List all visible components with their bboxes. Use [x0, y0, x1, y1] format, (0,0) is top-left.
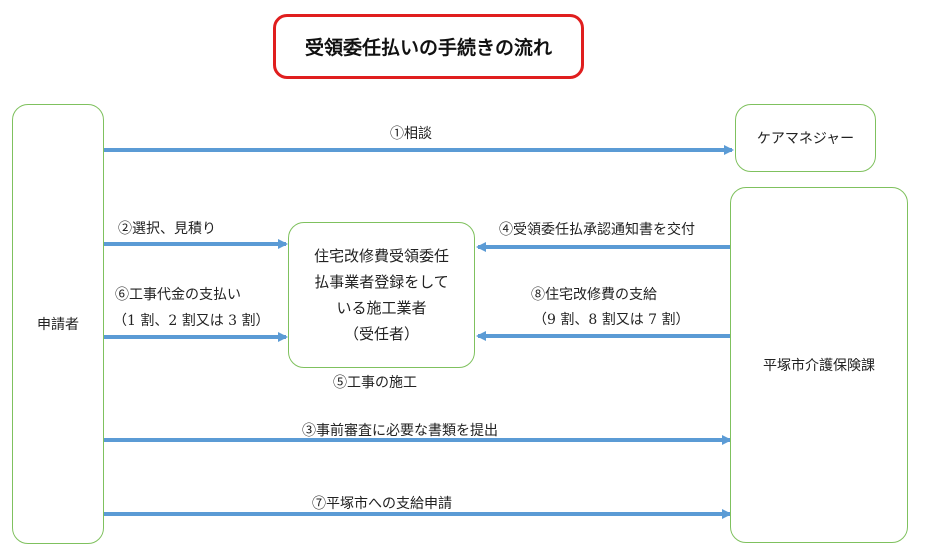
contractor-sub: （受任者）	[343, 325, 419, 343]
node-applicant-label: 申請者	[37, 317, 79, 333]
node-city-office-label: 平塚市介護保険課	[763, 358, 875, 374]
step-8-label: ⑧住宅改修費の支給	[531, 287, 657, 303]
step-1-label: ①相談	[390, 126, 432, 142]
contractor-line-3: いる施工業者	[336, 299, 427, 317]
node-contractor: 住宅改修費受領委任 払事業者登録をして いる施工業者 （受任者）	[288, 222, 475, 368]
page-title: 受領委任払いの手続きの流れ	[273, 14, 584, 79]
step-5-label: ⑤工事の施工	[333, 375, 417, 391]
step-2-label: ②選択、見積り	[118, 221, 216, 237]
step-3-label: ③事前審査に必要な書類を提出	[302, 423, 498, 439]
step-4-label: ④受領委任払承認通知書を交付	[499, 222, 695, 238]
node-city-office: 平塚市介護保険課	[730, 187, 908, 543]
step-7-label: ⑦平塚市への支給申請	[312, 496, 452, 512]
node-applicant: 申請者	[12, 104, 104, 544]
node-care-manager-label: ケアマネジャー	[756, 131, 855, 147]
step-8-sub-label: （9 割、8 割又は 7 割）	[533, 312, 690, 328]
node-care-manager: ケアマネジャー	[735, 104, 876, 172]
step-6-sub-label: （1 割、2 割又は 3 割）	[113, 313, 270, 329]
step-6-label: ⑥工事代金の支払い	[115, 287, 241, 303]
contractor-line-2: 払事業者登録をして	[314, 273, 449, 291]
contractor-line-1: 住宅改修費受領委任	[313, 247, 449, 265]
